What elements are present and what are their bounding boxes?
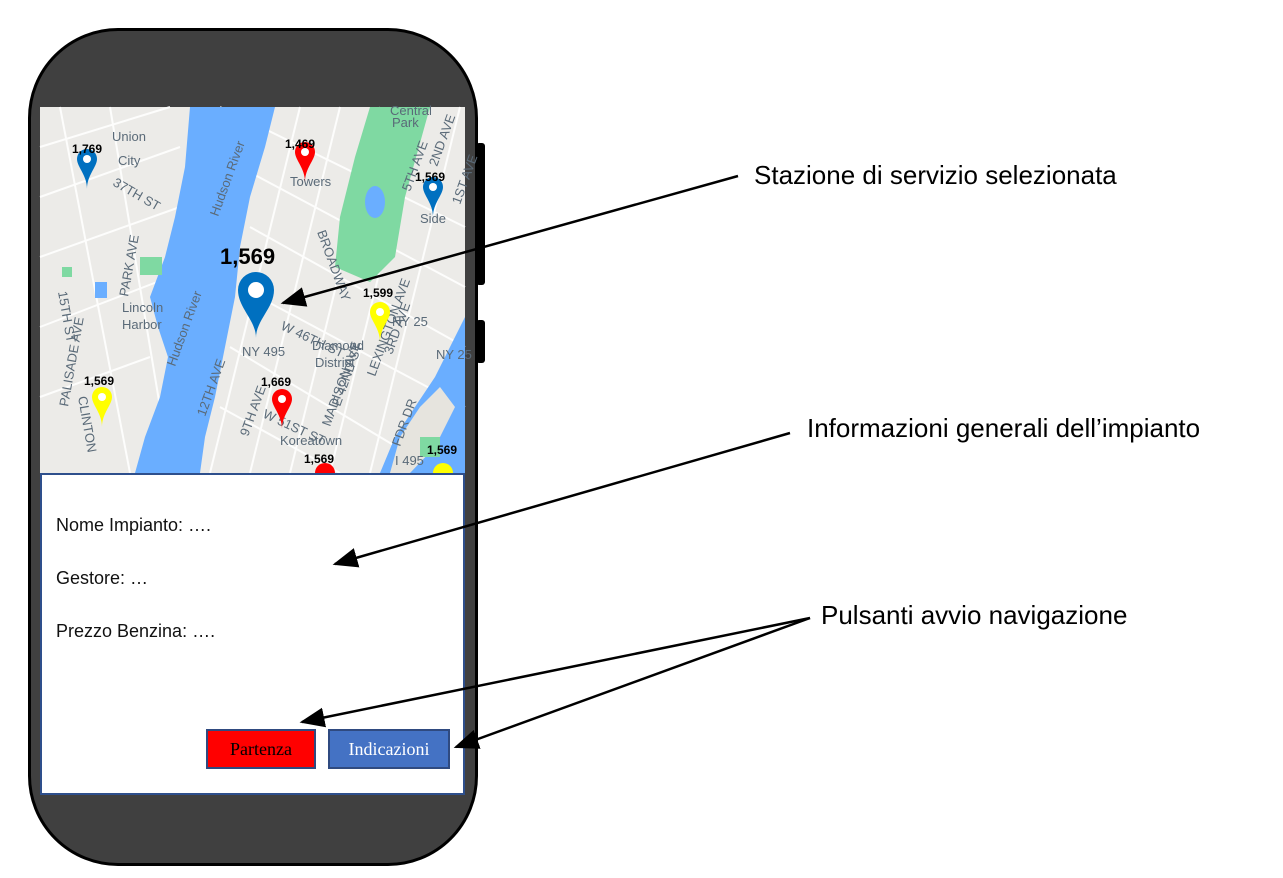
marker-price: 1,599 (363, 286, 393, 300)
map-view[interactable]: Union City Lincoln Harbor Diamond Distri… (39, 103, 481, 474)
arrow-to-start-button (299, 616, 811, 728)
map-marker[interactable]: 1,769 (72, 142, 102, 189)
river-water (135, 107, 275, 473)
place-label: City (118, 153, 141, 168)
arrow-to-directions-button (453, 616, 811, 749)
place-label: Lincoln (122, 300, 163, 315)
selected-station-marker[interactable]: 1,569 (220, 244, 275, 338)
map-marker[interactable]: 1,569 (415, 170, 445, 217)
place-label: Side (420, 211, 446, 226)
place-label: Towers (290, 174, 332, 189)
marker-price: 1,669 (261, 375, 291, 389)
phone-side-button-bottom (476, 320, 485, 363)
map-canvas[interactable]: Union City Lincoln Harbor Diamond Distri… (39, 103, 481, 474)
station-info-panel: Nome Impianto: …. Gestore: … Prezzo Benz… (40, 473, 465, 795)
place-label: Diamond (312, 338, 364, 353)
phone-side-button-top (476, 143, 485, 285)
marker-price: 1,769 (72, 142, 102, 156)
fuel-price-field: Prezzo Benzina: …. (56, 621, 216, 641)
marker-price: 1,569 (427, 443, 457, 457)
marker-price: 1,469 (285, 137, 315, 151)
road-label: NY 25 (436, 347, 472, 362)
map-marker[interactable]: 1,569 (427, 443, 457, 473)
station-manager-field: Gestore: … (56, 568, 149, 588)
island (390, 387, 455, 473)
east-river-water (380, 317, 465, 473)
arrow-to-selected-station (280, 174, 739, 307)
map-marker[interactable]: 1,669 (261, 375, 292, 429)
small-park (140, 257, 162, 275)
place-label: Union (112, 129, 146, 144)
marker-price: 1,569 (84, 374, 114, 388)
selected-station-price: 1,569 (220, 244, 275, 269)
small-park (420, 437, 440, 457)
road-label: NY 25 (392, 314, 428, 329)
small-park (62, 267, 72, 277)
start-button[interactable]: Partenza (206, 729, 316, 769)
road-label: I 495 (395, 453, 424, 468)
map-marker[interactable]: 1,469 (285, 137, 315, 182)
marker-price: 1,569 (304, 452, 334, 466)
marker-price: 1,569 (415, 170, 445, 184)
place-label: District (315, 355, 355, 370)
callout-general-info: Informazioni generali dell’impianto (807, 413, 1201, 443)
callout-nav-buttons: Pulsanti avvio navigazione (821, 600, 1128, 630)
station-name-field: Nome Impianto: …. (56, 515, 212, 535)
road-label: NY 495 (242, 344, 285, 359)
map-marker[interactable]: 1,569 (304, 452, 335, 473)
map-marker[interactable]: 1,599 (363, 286, 393, 342)
place-label: Koreatown (280, 433, 342, 448)
map-marker[interactable]: 1,569 (84, 374, 114, 427)
arrow-to-info-panel (332, 431, 791, 568)
phone-screen: Union City Lincoln Harbor Diamond Distri… (39, 103, 481, 795)
place-label: Harbor (122, 317, 162, 332)
place-label: Central (390, 103, 432, 118)
small-pond (95, 282, 107, 298)
place-label: Park (392, 115, 419, 130)
park-lake (365, 186, 385, 218)
directions-button[interactable]: Indicazioni (328, 729, 450, 769)
callout-selected-station: Stazione di servizio selezionata (754, 160, 1117, 190)
